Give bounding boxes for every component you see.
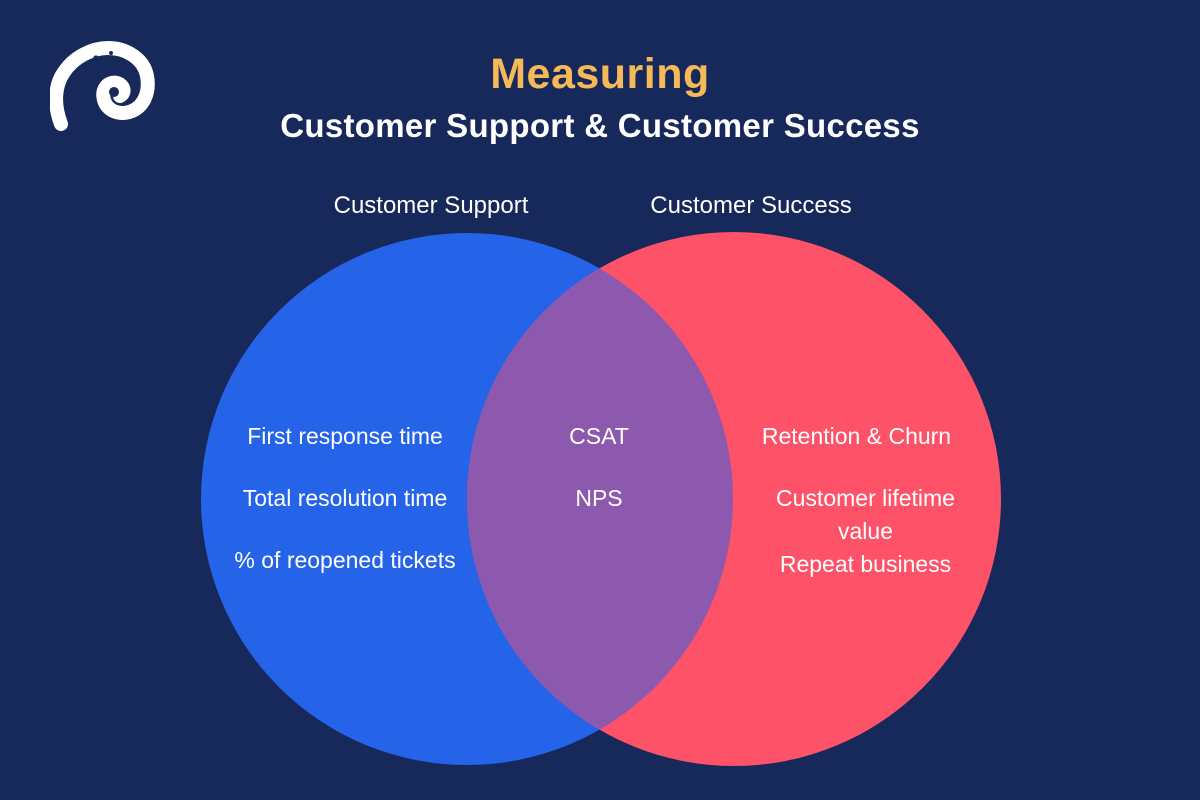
- spiral-stroke: [50, 40, 155, 131]
- success-item-retention-churn: Retention & Churn: [761, 423, 952, 449]
- spiral-wave-logo-icon: [50, 40, 155, 131]
- support-circle-label: Customer Support: [333, 192, 529, 219]
- overlap-region: [467, 233, 733, 765]
- page-title: Measuring: [490, 50, 710, 98]
- spiral-texture-dots: [65, 51, 119, 109]
- shared-item-csat: CSAT: [569, 423, 629, 449]
- support-item-first-response-time: First response time: [247, 423, 443, 449]
- shared-item-nps: NPS: [575, 485, 623, 511]
- success-item-customer-lifetime-value: Customer lifetime value: [776, 485, 955, 544]
- support-item-total-resolution-time: Total resolution time: [242, 485, 448, 511]
- success-item-repeat-business: Repeat business: [779, 551, 952, 577]
- success-circle-label: Customer Success: [650, 192, 852, 219]
- support-item-reopened-tickets: % of reopened tickets: [234, 547, 456, 573]
- page-subtitle: Customer Support & Customer Success: [280, 107, 920, 144]
